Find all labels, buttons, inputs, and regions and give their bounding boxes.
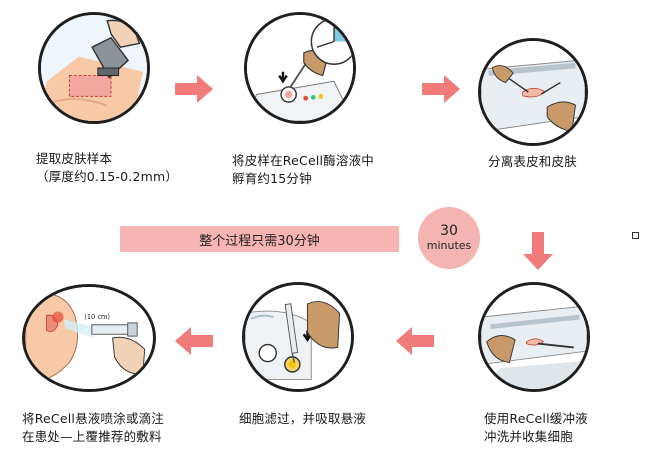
caption-filter-line-1: 细胞滤过，并吸取悬液 [239,411,367,426]
caption-harvest-line-1: 提取皮肤样本 [36,151,113,166]
caption-incubate-line-1: 将皮样在ReCell酶溶液中 [232,153,374,168]
arrow-down [523,232,553,270]
syringe-distance-label: (10 cm) [84,313,110,321]
arrow-left-1 [396,327,434,355]
step-rinse-illustration [478,282,590,392]
caption-harvest-line-2: （厚度约0.15-0.2mm） [36,169,179,184]
total-time-banner-text: 整个过程只需30分钟 [199,233,320,249]
caption-incubate: 将皮样在ReCell酶溶液中 孵育约15分钟 [232,152,374,188]
caption-filter: 细胞滤过，并吸取悬液 [239,410,366,428]
spray-mist-icon [63,319,94,338]
spray-syringe-icon [91,324,131,335]
dial-label-fifteen: 15 [345,36,353,42]
step-apply-illustration: (10 cm) [22,284,156,392]
incubate-scene: 0 15 [247,15,353,121]
gloved-hand-icon-2 [486,335,516,364]
caption-rinse-line-2: 冲洗并收集细胞 [484,429,573,444]
timer-value: 30 [440,223,458,239]
gloved-hand-left-icon [491,65,514,84]
harvest-scene [41,15,147,121]
timer-bubble: 30 minutes [418,207,480,269]
apply-scene: (10 cm) [25,287,153,389]
forceps-left-icon [508,78,529,93]
filter-device [245,310,312,381]
separate-scene [481,41,585,143]
caption-incubate-line-2: 孵育约15分钟 [232,171,312,186]
caption-apply: 将ReCell悬液喷涂或滴注 在患处—上覆推荐的敷料 [22,410,164,446]
arrow-left-2 [175,327,213,355]
rinse-scene [481,285,587,389]
step-harvest-illustration [38,12,150,124]
step-separate-illustration [478,38,588,146]
arrow-right-2 [422,75,460,103]
gloved-hand-icon-3 [306,301,341,349]
filter-scene [245,285,351,389]
caption-harvest: 提取皮肤样本 （厚度约0.15-0.2mm） [36,150,178,186]
arrow-right-1 [175,75,213,103]
caption-separate-line-1: 分离表皮和皮肤 [488,154,577,169]
selection-handle[interactable] [632,232,639,239]
caption-rinse: 使用ReCell缓冲液 冲洗并收集细胞 [484,410,588,446]
caption-apply-line-1: 将ReCell悬液喷涂或滴注 [22,411,164,426]
step-incubate-illustration: 0 15 [244,12,356,124]
caption-rinse-line-1: 使用ReCell缓冲液 [484,411,588,426]
dial-label-zero: 0 [337,22,341,28]
total-time-banner: 整个过程只需30分钟 [120,226,399,252]
caption-separate: 分离表皮和皮肤 [488,153,577,171]
scalpel-icon [537,342,574,349]
forceps-right-icon [541,81,561,95]
down-arrow-icon [278,71,288,84]
timer-unit: minutes [426,239,472,252]
syringe-icon [284,303,299,354]
caption-apply-line-2: 在患处—上覆推荐的敷料 [22,429,162,444]
donor-site [68,75,112,97]
step-filter-illustration [242,282,354,392]
timer-dial-icon: 0 15 [310,18,353,65]
